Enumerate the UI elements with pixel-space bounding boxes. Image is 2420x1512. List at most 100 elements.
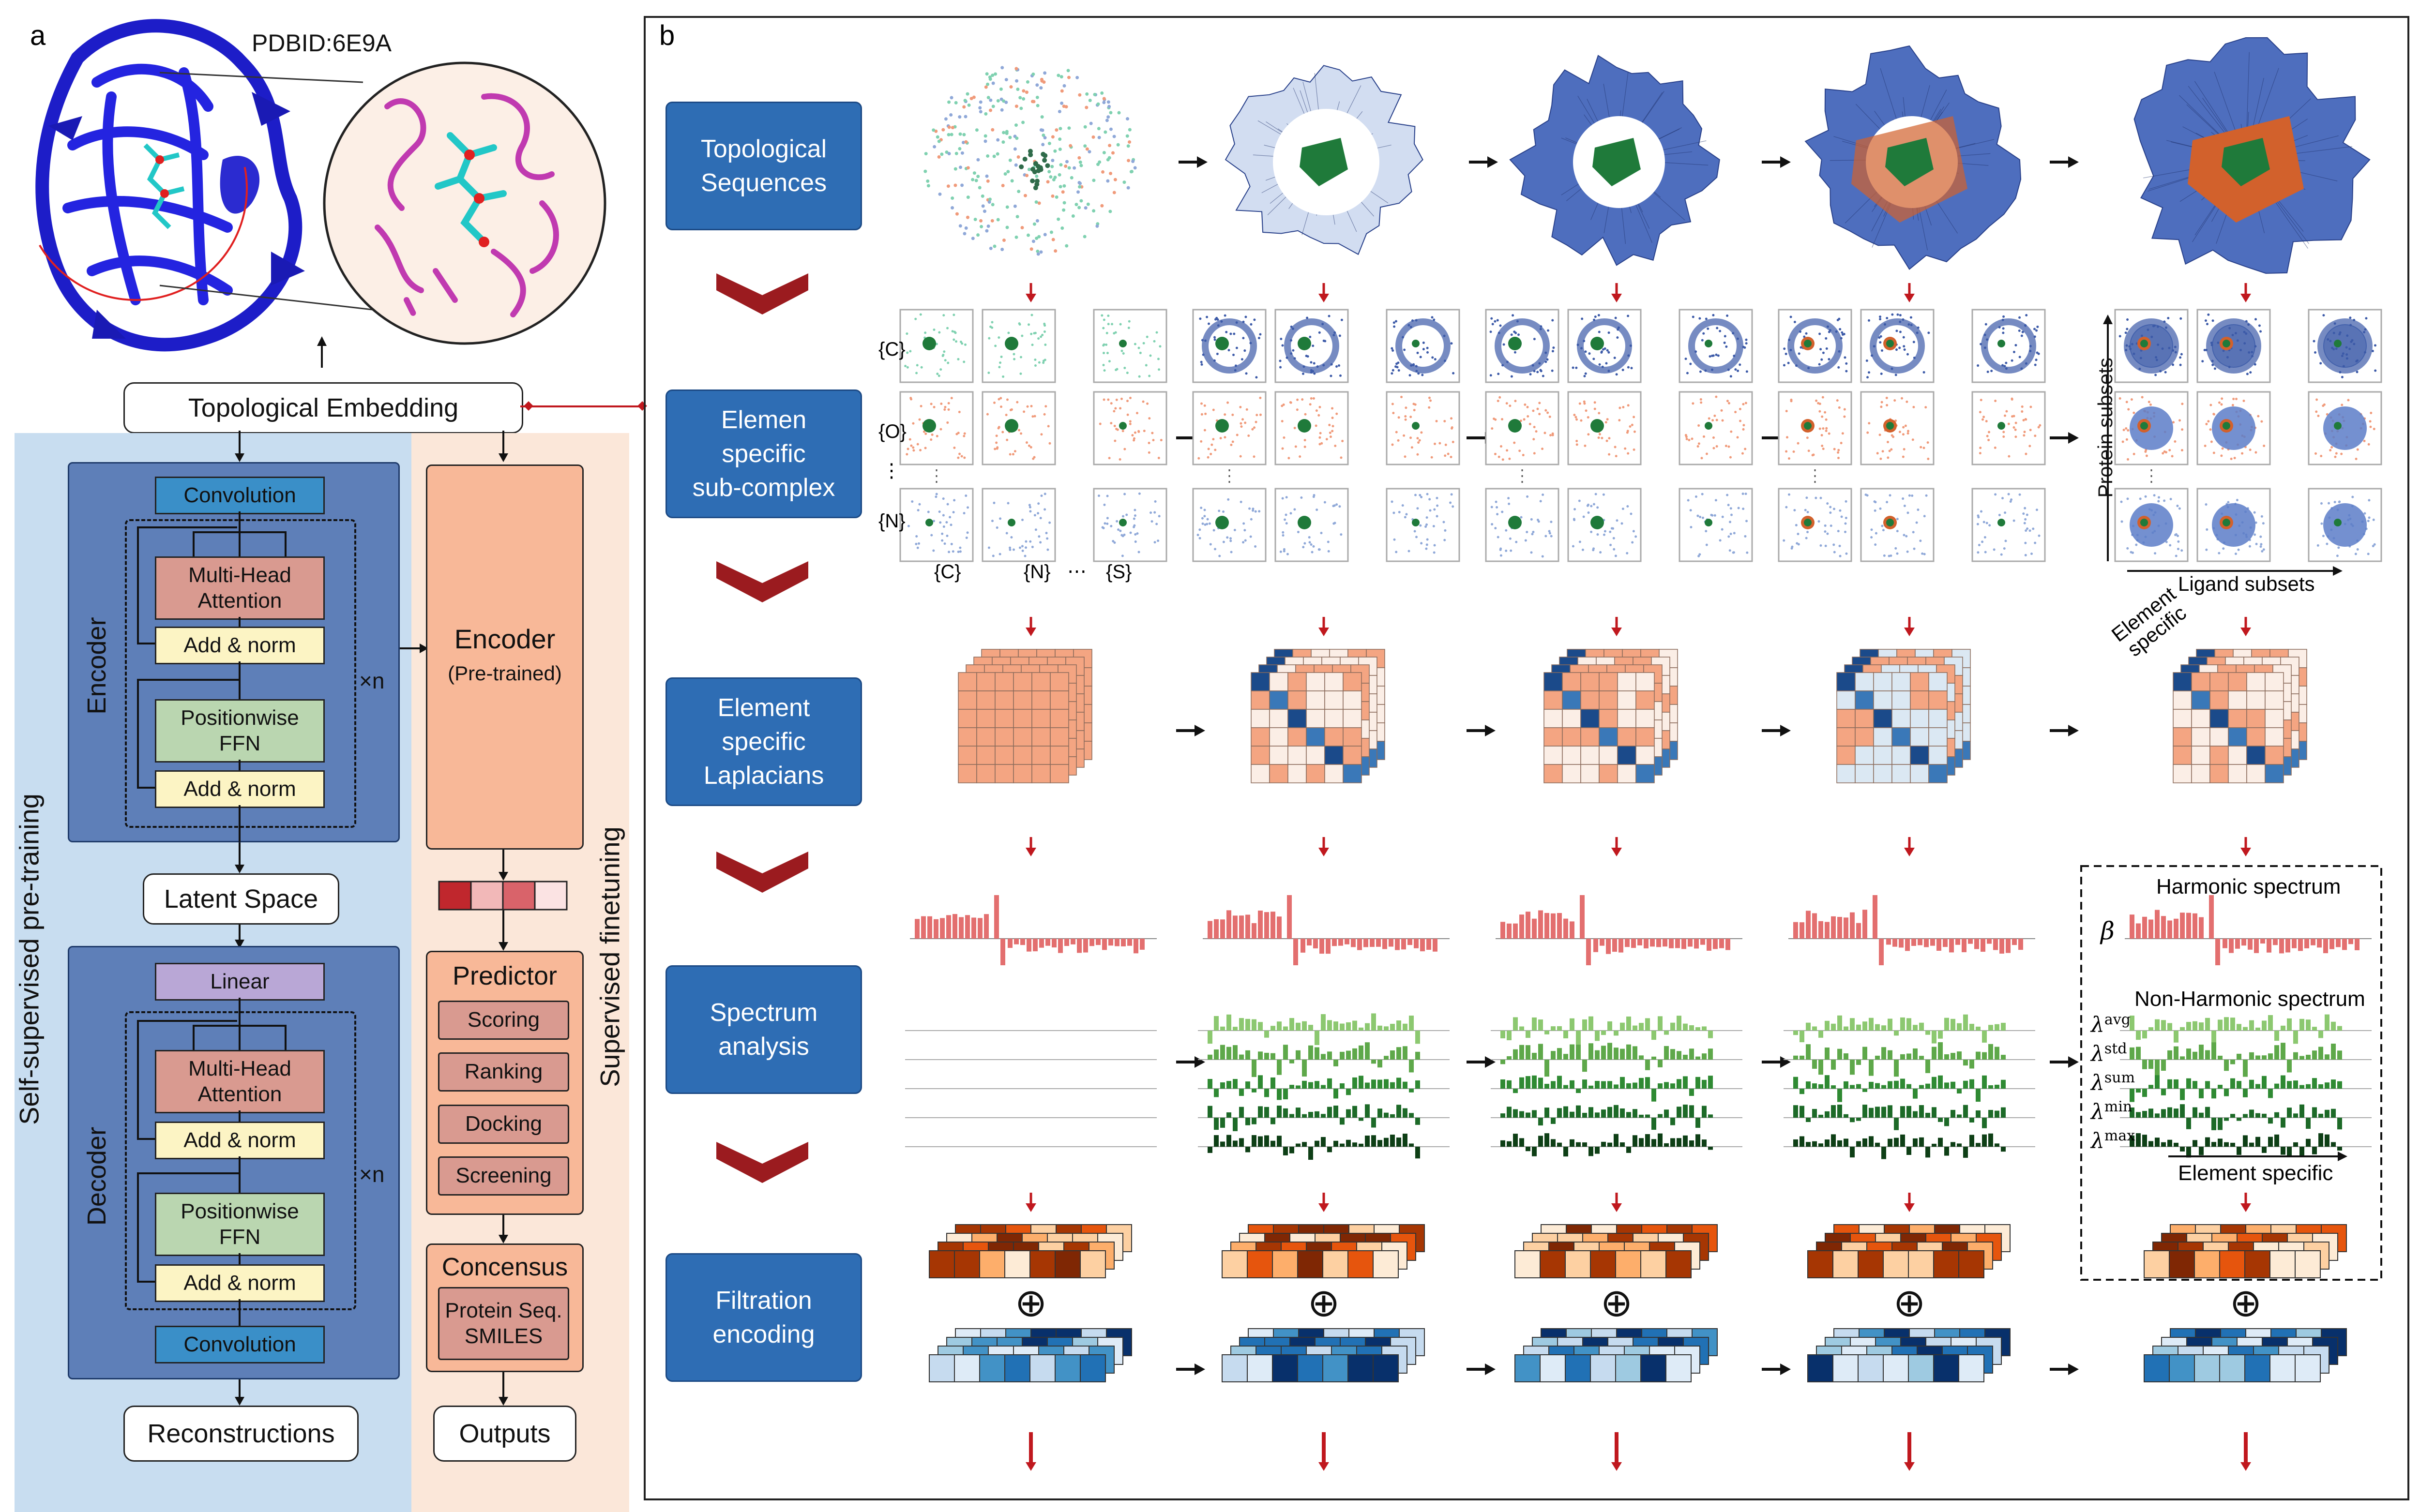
down-arrow — [1026, 283, 1036, 302]
blue-encoding-1 — [929, 1328, 1132, 1382]
panel-a-letter: a — [30, 20, 46, 51]
down-arrow — [1904, 1193, 1915, 1212]
laplacian-arrow — [1176, 725, 1205, 736]
down-arrow — [1611, 283, 1622, 302]
step-chevron — [716, 273, 808, 314]
protein-subsets-label: Protein subsets — [2094, 358, 2117, 498]
down-arrow — [1318, 283, 1329, 302]
laplacian-stack-5 — [2173, 649, 2307, 783]
concat-symbol: ⊕ — [1893, 1281, 1925, 1324]
down-arrow — [2240, 283, 2251, 302]
concat-symbol: ⊕ — [2229, 1281, 2262, 1324]
decoder-repeat-label: ×n — [359, 1162, 385, 1187]
subcomplex-grid-1 — [899, 309, 1167, 562]
panel-cd-connectors — [235, 401, 647, 1406]
down-arrow — [1904, 617, 1915, 636]
subcomplex-grid-5 — [2114, 309, 2382, 562]
down-arrow — [1318, 1193, 1329, 1212]
concat-symbol: ⊕ — [1600, 1281, 1633, 1324]
outputs-box: Outputs — [433, 1406, 576, 1462]
harmonic-spectrum-3 — [1496, 895, 1742, 965]
row-set-label-n: {N} — [878, 510, 906, 532]
down-arrow — [1611, 1432, 1622, 1471]
panel-b-frame — [644, 16, 2409, 1500]
subcomplex-grid-4 — [1778, 309, 2046, 562]
sequence-arrow — [2050, 156, 2079, 168]
step-chevron — [716, 1142, 808, 1183]
subcomplex-grid-2 — [1192, 309, 1460, 562]
decoder-multi-head-attention: Multi-Head Attention — [155, 1050, 325, 1113]
harmonic-spectrum-4 — [1788, 895, 2035, 965]
lambda-sum-label: λsum — [2091, 1069, 2135, 1095]
laplacian-stack-3 — [1543, 649, 1678, 783]
spectrum-arrow — [2050, 1056, 2079, 1068]
col-horizontal-dots: ⋯ — [1067, 561, 1087, 582]
predictor-title: Predictor — [452, 961, 558, 990]
residual-connectors — [137, 511, 287, 1326]
row-element-laplacians: Element specific Laplacians — [666, 677, 862, 806]
laplacian-stack-2 — [1251, 649, 1385, 783]
col-set-label-n: {N} — [1024, 561, 1051, 583]
encoder-add-norm-1: Add & norm — [155, 627, 325, 664]
beta-symbol: β — [2101, 917, 2115, 945]
ligand-subsets-label: Ligand subsets — [2178, 572, 2315, 595]
non-harmonic-spectrum-label: Non-Harmonic spectrum — [2134, 987, 2365, 1011]
orange-encoding-1 — [929, 1224, 1132, 1278]
laplacian-stack-1 — [958, 649, 1092, 783]
row-set-label-c: {C} — [878, 339, 906, 360]
embedding-cell-4 — [534, 881, 568, 911]
down-arrow — [2240, 617, 2251, 636]
filtration-complex-5 — [2133, 37, 2371, 274]
lambda-std-label: λstd — [2091, 1040, 2127, 1066]
subcomplex-grid-3 — [1485, 309, 1753, 562]
blue-encoding-2 — [1222, 1328, 1425, 1382]
down-arrow — [1904, 1432, 1915, 1471]
task-ranking: Ranking — [438, 1052, 569, 1092]
harmonic-spectrum-2 — [1203, 895, 1450, 965]
spectrum-arrow — [1176, 1056, 1205, 1068]
row-topological-sequences: Topological Sequences — [666, 102, 862, 230]
encoder-repeat-label: ×n — [359, 668, 385, 693]
orange-encoding-4 — [1807, 1224, 2011, 1278]
non-harmonic-spectrum-1 — [905, 1030, 1157, 1147]
down-arrow — [2240, 1193, 2251, 1212]
decoder-add-norm-2: Add & norm — [155, 1264, 325, 1302]
filtration-complex-2 — [1225, 65, 1423, 255]
down-arrow — [1026, 837, 1036, 856]
col-set-label-c: {C} — [934, 561, 961, 583]
spectrum-arrow — [1762, 1056, 1791, 1068]
lambda-max-label: λmax — [2091, 1127, 2135, 1153]
down-arrow — [1318, 1432, 1329, 1471]
step-chevron — [716, 852, 808, 893]
concat-symbol: ⊕ — [1014, 1281, 1047, 1324]
step-chevron — [716, 561, 808, 602]
filtration-complex-1 — [923, 66, 1137, 256]
non-harmonic-spectrum-3 — [1491, 1016, 1742, 1157]
sequence-arrow — [1762, 156, 1791, 168]
element-specific-axis-label: Element specific — [2178, 1161, 2333, 1185]
laplacian-arrow — [1762, 725, 1791, 736]
task-scoring: Scoring — [438, 1001, 569, 1040]
orange-encoding-3 — [1514, 1224, 1718, 1278]
encoding-arrow — [2050, 1363, 2079, 1375]
panel-b-letter: b — [659, 20, 675, 51]
decoder-linear: Linear — [155, 963, 325, 1001]
task-screening: Screening — [438, 1156, 569, 1196]
encoding-arrow — [1467, 1363, 1496, 1375]
non-harmonic-spectrum-2 — [1198, 1013, 1450, 1160]
protein-structure-illustration — [23, 19, 606, 368]
col-set-label-s: {S} — [1106, 561, 1132, 583]
decoder-ffn: Positionwise FFN — [155, 1193, 325, 1256]
topological-embedding-box: Topological Embedding — [123, 382, 523, 434]
subcomplex-arrow — [2050, 432, 2079, 444]
down-arrow — [1611, 617, 1622, 636]
concat-symbol: ⊕ — [1307, 1281, 1340, 1324]
down-arrow — [2240, 837, 2251, 856]
blue-encoding-4 — [1807, 1328, 2011, 1382]
pretrained-encoder-title: Encoder — [454, 624, 556, 654]
encoding-arrow — [1176, 1363, 1205, 1375]
consensus-title: Concensus — [441, 1253, 568, 1281]
orange-encoding-2 — [1222, 1224, 1425, 1278]
row-element-subcomplex: Elemen specific sub-complex — [666, 389, 862, 518]
